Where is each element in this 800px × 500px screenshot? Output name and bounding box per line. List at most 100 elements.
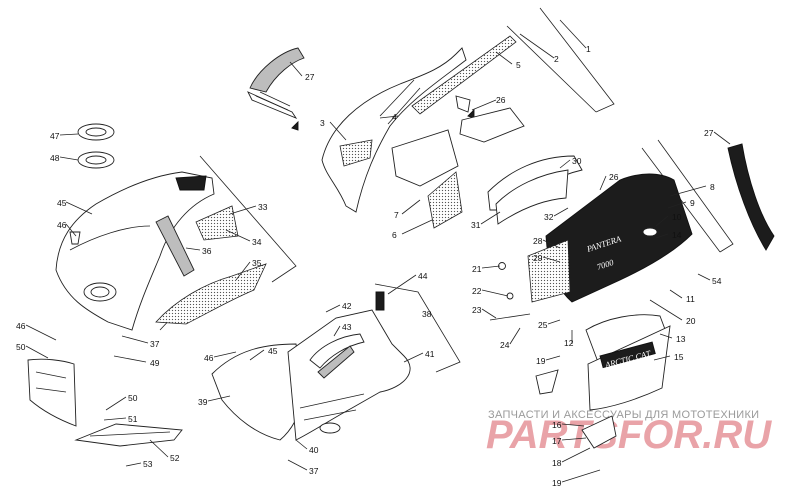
leader-line xyxy=(235,261,251,281)
leader-line xyxy=(561,437,587,441)
callout-50a: 50 xyxy=(16,342,26,352)
leader-line xyxy=(509,327,521,345)
leader-line xyxy=(387,274,417,295)
leader-line xyxy=(213,351,237,358)
callout-37a: 37 xyxy=(150,339,160,349)
leader-line xyxy=(25,324,57,341)
part-50-side-trim xyxy=(27,358,77,427)
part-21-22-23-fasteners xyxy=(489,262,531,321)
leader-line xyxy=(655,233,669,239)
callout-labels: 1 2 3 4 5 6 7 8 9 10 11 12 13 14 15 16 1… xyxy=(16,44,722,488)
leader-line xyxy=(295,439,308,450)
callout-19a: 19 xyxy=(536,356,546,366)
part-2-windshield xyxy=(459,107,525,143)
callout-26b: 26 xyxy=(609,172,619,182)
leader-line xyxy=(125,462,142,467)
callout-32: 32 xyxy=(544,212,554,222)
leader-line xyxy=(481,289,509,297)
callout-33: 33 xyxy=(258,202,268,212)
callout-46c: 46 xyxy=(204,353,214,363)
callout-13: 13 xyxy=(676,334,686,344)
callout-7: 7 xyxy=(394,210,399,220)
callout-49: 49 xyxy=(150,358,160,368)
part-39-belly-pan xyxy=(211,309,411,441)
part-48-gasket xyxy=(77,151,115,169)
part-31-mesh xyxy=(495,169,569,225)
callout-31: 31 xyxy=(471,220,481,230)
leader-line xyxy=(599,175,607,191)
callout-27a: 27 xyxy=(305,72,315,82)
leader-line xyxy=(697,273,711,281)
leader-line xyxy=(149,439,169,458)
callout-6: 6 xyxy=(392,230,397,240)
part-26-clip xyxy=(455,95,475,119)
leader-line xyxy=(471,99,497,111)
part-27-trim-left xyxy=(247,47,305,131)
part-35-mesh-panel xyxy=(155,263,267,325)
callout-16: 16 xyxy=(552,420,562,430)
leader-line xyxy=(59,156,79,161)
part-34-insert xyxy=(195,205,239,241)
leader-lines xyxy=(25,19,731,483)
leader-line xyxy=(333,325,341,337)
leader-line xyxy=(669,185,707,197)
leader-line xyxy=(659,333,673,339)
leader-line xyxy=(325,304,341,313)
callout-45a: 45 xyxy=(57,198,67,208)
callout-12: 12 xyxy=(564,338,574,348)
part-45-side-panel-left xyxy=(55,171,215,331)
leader-line xyxy=(481,265,501,269)
callout-14: 14 xyxy=(672,230,682,240)
callout-21: 21 xyxy=(472,264,482,274)
callout-9: 9 xyxy=(690,198,695,208)
callout-24: 24 xyxy=(500,340,510,350)
leader-line xyxy=(559,19,587,49)
callout-20: 20 xyxy=(686,316,696,326)
callout-27b: 27 xyxy=(704,128,714,138)
callout-44: 44 xyxy=(418,271,428,281)
leader-line xyxy=(103,417,127,421)
leader-line xyxy=(403,352,424,363)
callout-22: 22 xyxy=(472,286,482,296)
callout-43: 43 xyxy=(342,322,352,332)
leader-line xyxy=(519,33,555,59)
part-18-16-17-clip xyxy=(535,369,617,449)
leader-line xyxy=(105,396,127,411)
callout-10: 10 xyxy=(672,212,682,222)
callout-1: 1 xyxy=(586,44,591,54)
callout-46b: 46 xyxy=(16,321,26,331)
part-3-hood xyxy=(321,47,467,213)
callout-28: 28 xyxy=(533,236,543,246)
leader-line xyxy=(542,239,561,249)
callout-29: 29 xyxy=(533,253,543,263)
leader-line xyxy=(561,447,591,463)
leader-line xyxy=(669,289,683,299)
part-13-15-nose: ARCTIC CAT xyxy=(585,314,671,411)
callout-40: 40 xyxy=(309,445,319,455)
callout-35: 35 xyxy=(252,258,262,268)
callout-25: 25 xyxy=(538,320,548,330)
part-5-windshield-strip xyxy=(411,35,517,115)
callout-5: 5 xyxy=(516,60,521,70)
callout-38: 38 xyxy=(422,309,432,319)
callout-3: 3 xyxy=(320,118,325,128)
callout-39: 39 xyxy=(198,397,208,407)
watermark-logo: PARTSFOR.RU xyxy=(486,413,772,457)
leader-line xyxy=(249,349,265,361)
part-9-side-panel-right: PANTERA 7000 xyxy=(527,173,693,303)
callout-51: 51 xyxy=(128,414,138,424)
leader-line xyxy=(65,223,77,237)
leader-line xyxy=(713,131,731,145)
callout-54: 54 xyxy=(712,276,722,286)
leader-line xyxy=(559,159,571,169)
leader-line xyxy=(667,201,687,209)
part-51-52-lower-trim xyxy=(74,423,183,447)
watermark-tagline: ЗАПЧАСТИ И АКСЕССУАРЫ ДЛЯ МОТОТЕХНИКИ xyxy=(488,409,759,421)
callout-36: 36 xyxy=(202,246,212,256)
callout-34: 34 xyxy=(252,237,262,247)
leader-line xyxy=(113,355,147,363)
callout-19b: 19 xyxy=(552,478,562,488)
callout-37b: 37 xyxy=(309,466,319,476)
leader-line xyxy=(225,229,251,242)
callout-4: 4 xyxy=(392,112,397,122)
